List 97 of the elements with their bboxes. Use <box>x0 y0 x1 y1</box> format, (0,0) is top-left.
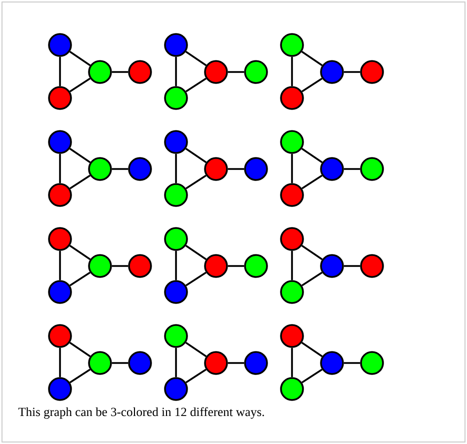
graph-edge <box>175 56 177 86</box>
graph-edge <box>112 362 128 364</box>
graph-vertex <box>360 60 384 84</box>
graph-edge <box>344 362 360 364</box>
graph-vertex <box>164 324 188 348</box>
graph-edge <box>175 348 177 378</box>
graph-edge <box>175 154 177 184</box>
graph-edge <box>185 272 206 286</box>
graph-vertex <box>280 130 304 154</box>
graph-vertex <box>88 351 112 375</box>
graph-edge <box>228 362 244 364</box>
graph-vertex <box>204 157 228 181</box>
graph-edge <box>301 342 323 358</box>
graph-vertex <box>244 157 268 181</box>
graph-vertex <box>244 60 268 84</box>
graph-vertex <box>280 183 304 207</box>
graph-vertex <box>128 254 152 278</box>
graph-edge <box>301 148 323 164</box>
graph-vertex <box>164 33 188 57</box>
graph-vertex <box>244 351 268 375</box>
graph-edge <box>69 342 91 358</box>
graph-vertex <box>320 60 344 84</box>
graph-edge <box>175 250 177 280</box>
graph-vertex <box>204 351 228 375</box>
graph-vertex <box>204 254 228 278</box>
caption: This graph can be 3-colored in 12 different ways. <box>18 407 264 419</box>
graph-edge <box>301 174 323 190</box>
graph-vertex <box>320 254 344 278</box>
graph-vertex <box>280 227 304 251</box>
graph-vertex <box>88 157 112 181</box>
graph-vertex <box>48 227 72 251</box>
graph-vertex <box>360 254 384 278</box>
graph-vertex <box>280 280 304 304</box>
graph-vertex <box>88 60 112 84</box>
graph-vertex <box>128 157 152 181</box>
graph-vertex <box>244 254 268 278</box>
graph-vertex <box>320 351 344 375</box>
graph-edge <box>344 168 360 170</box>
graph-edge <box>344 265 360 267</box>
graph-edge <box>291 348 293 378</box>
graph-edge <box>301 50 323 66</box>
graph-edge <box>185 148 207 164</box>
graph-vertex <box>88 254 112 278</box>
graph-edge <box>301 78 323 92</box>
graph-vertex <box>128 351 152 375</box>
graph-vertex <box>48 280 72 304</box>
graph-edge <box>69 368 91 384</box>
graph-vertex <box>48 33 72 57</box>
graph-edge <box>344 71 360 73</box>
graph-vertex <box>164 377 188 401</box>
graph-vertex <box>360 157 384 181</box>
graph-vertex <box>48 183 72 207</box>
graph-vertex <box>280 324 304 348</box>
graph-edge <box>291 154 293 184</box>
graph-vertex <box>280 86 304 110</box>
graph-vertex <box>48 86 72 110</box>
graph-vertex <box>164 280 188 304</box>
graph-vertex <box>204 60 228 84</box>
graph-edge <box>69 244 91 260</box>
graph-edge <box>59 250 61 280</box>
graph-edge <box>185 244 207 260</box>
graph-edge <box>185 50 207 66</box>
graph-edge <box>112 265 128 267</box>
graph-edge <box>69 174 91 190</box>
graph-edge <box>59 56 61 86</box>
graph-edge <box>69 50 91 66</box>
graph-edge <box>291 56 293 86</box>
graph-edge <box>228 71 244 73</box>
graph-edge <box>59 154 61 184</box>
graph-edge <box>228 265 244 267</box>
graph-edge <box>112 168 128 170</box>
graph-vertex <box>48 324 72 348</box>
graph-edge <box>291 250 293 280</box>
graph-vertex <box>164 227 188 251</box>
graph-edge <box>69 148 91 164</box>
graph-vertex <box>164 86 188 110</box>
graph-edge <box>69 78 91 92</box>
graph-vertex <box>280 377 304 401</box>
graph-vertex <box>164 130 188 154</box>
graph-vertex <box>48 377 72 401</box>
graph-edge <box>69 272 91 286</box>
graph-edge <box>301 272 322 286</box>
graph-vertex <box>48 130 72 154</box>
graph-edge <box>228 168 244 170</box>
graph-vertex <box>280 33 304 57</box>
graph-vertex <box>320 157 344 181</box>
graph-edge <box>185 342 207 358</box>
graph-edge <box>185 174 207 190</box>
graph-vertex <box>128 60 152 84</box>
graph-edge <box>59 348 61 378</box>
graph-edge <box>185 368 206 384</box>
graph-vertex <box>164 183 188 207</box>
graph-edge <box>185 78 207 92</box>
graph-edge <box>301 244 323 260</box>
graph-edge <box>112 71 128 73</box>
graph-vertex <box>360 351 384 375</box>
graph-edge <box>301 368 322 384</box>
